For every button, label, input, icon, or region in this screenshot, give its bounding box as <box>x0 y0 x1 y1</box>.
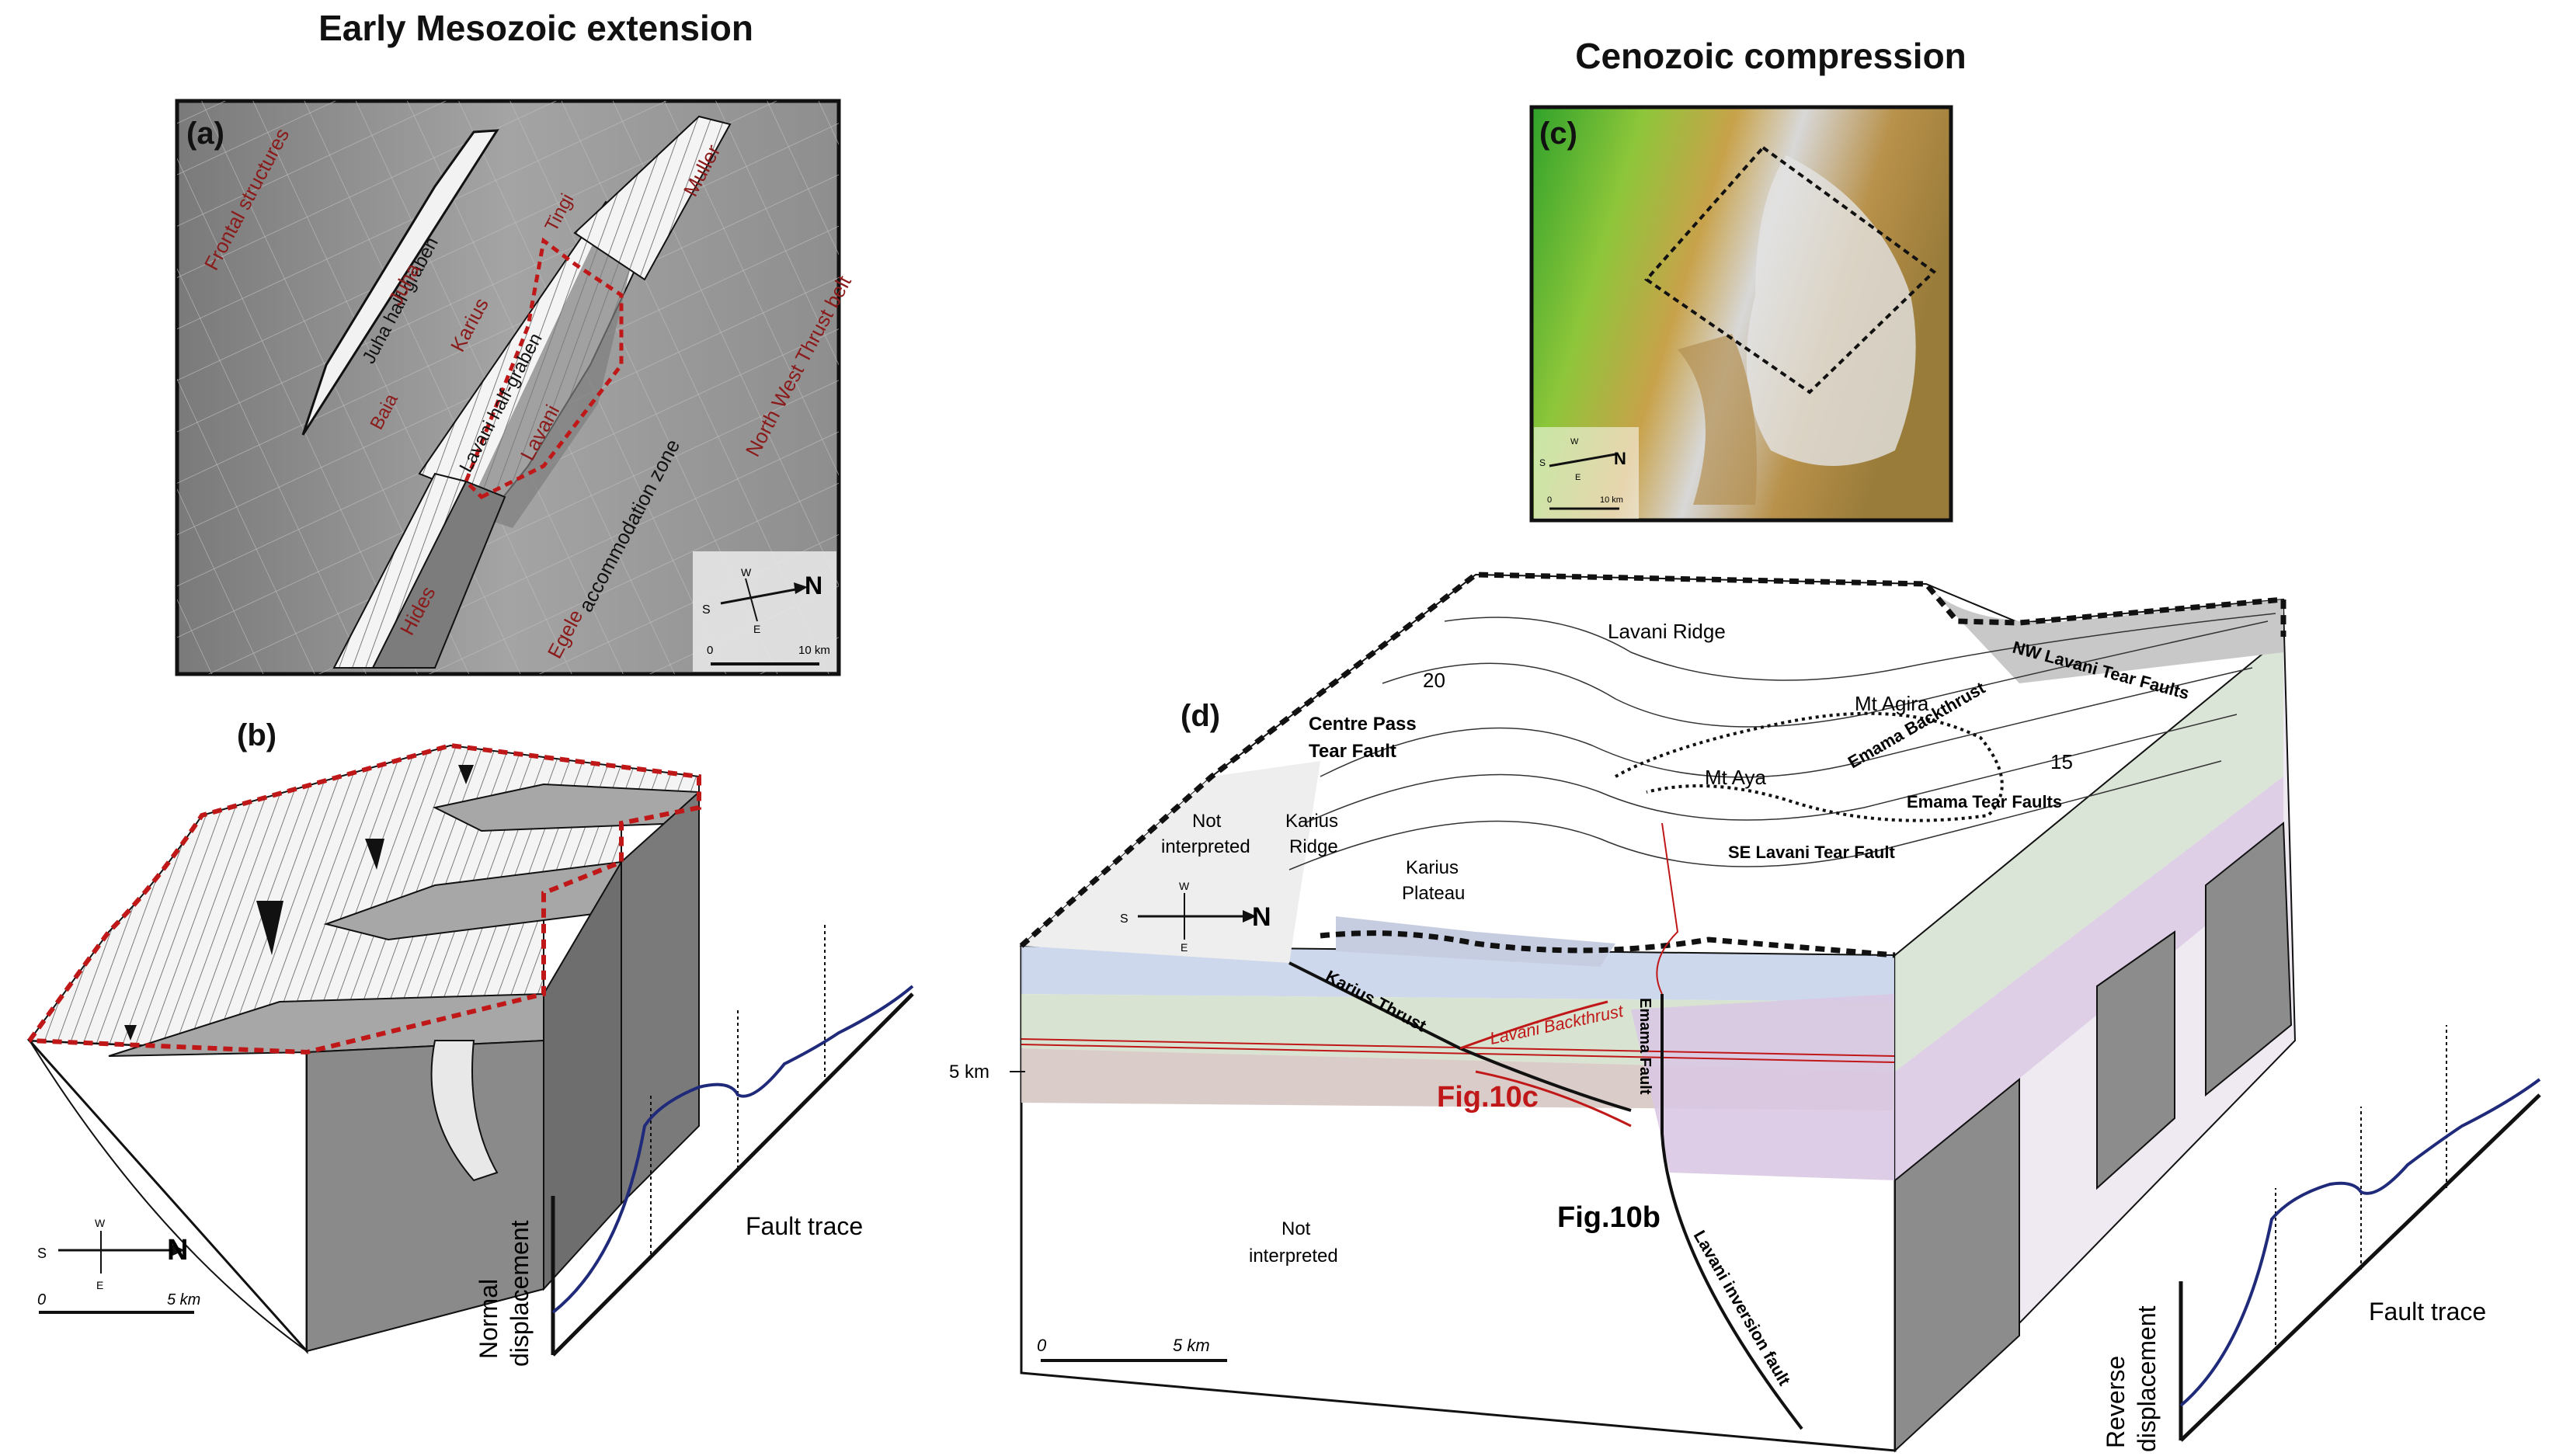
panel-a-scale-end: 10 km <box>798 644 830 657</box>
panel-b-compass-w: W <box>95 1217 106 1229</box>
panel-c-scale-end: 10 km <box>1600 495 1623 505</box>
panel-b-compass-s: S <box>37 1246 47 1261</box>
panel-a-compass-e: E <box>753 623 760 635</box>
panel-d-compass <box>1138 893 1257 940</box>
panel-c-compass-e: E <box>1575 473 1581 482</box>
label-emama-fault: Emama Fault <box>1636 998 1654 1095</box>
panel-a-compass-n: N <box>805 572 822 599</box>
panel-b-ylabel-1: Normal <box>475 1279 502 1359</box>
label-mt-agira: Mt Agira <box>1855 692 1929 715</box>
panel-a-compass-s: S <box>702 603 711 617</box>
panel-a-compass <box>693 551 836 672</box>
label-fig10c: Fig.10c <box>1437 1081 1539 1114</box>
label-centre-pass-1: Centre Pass <box>1309 714 1417 735</box>
panel-d-ylabel-2: displacement <box>2133 1305 2161 1452</box>
label-karius-ridge-1: Karius <box>1285 811 1338 832</box>
label-not-interpreted-bottom-2: interpreted <box>1249 1246 1338 1267</box>
label-karius-plateau-1: Karius <box>1406 857 1459 878</box>
panel-b-compass <box>58 1231 185 1274</box>
panel-b-tag: (b) <box>237 718 276 752</box>
panel-b-displacement-graph <box>551 924 914 1357</box>
panel-b-scale-end: 5 km <box>167 1291 200 1308</box>
panel-c-tag: (c) <box>1539 116 1577 151</box>
panel-b-compass-e: E <box>96 1279 103 1291</box>
panel-c-dem-map <box>1529 105 1953 523</box>
panel-b-xlabel: Fault trace <box>746 1212 863 1240</box>
label-not-interpreted-top-2: interpreted <box>1161 836 1250 857</box>
panel-a-compass-w: W <box>741 566 752 579</box>
label-karius-plateau-2: Plateau <box>1402 883 1465 904</box>
panel-c-compass-w: W <box>1570 437 1579 447</box>
panel-d-displacement-graph <box>2179 1025 2541 1442</box>
label-dip-15: 15 <box>2050 750 2073 773</box>
label-karius-ridge-2: Ridge <box>1289 836 1338 857</box>
panel-d-compass-s: S <box>1120 912 1128 926</box>
label-not-interpreted-bottom-1: Not <box>1281 1218 1311 1239</box>
label-mt-aya: Mt Aya <box>1705 766 1767 789</box>
panel-b-block-diagram <box>26 742 701 1354</box>
panel-d-compass-e: E <box>1181 941 1188 954</box>
panel-d-compass-w: W <box>1179 880 1190 892</box>
panel-d-tag: (d) <box>1181 699 1220 733</box>
panel-b-scale-zero: 0 <box>37 1291 46 1308</box>
panel-d-ylabel-1: Reverse <box>2102 1356 2130 1448</box>
panel-d-scale-end: 5 km <box>1173 1336 1210 1355</box>
label-se-lavani-tear-fault: SE Lavani Tear Fault <box>1728 843 1895 862</box>
label-not-interpreted-top-1: Not <box>1192 811 1222 832</box>
panel-c-compass-n: N <box>1614 449 1626 468</box>
panel-b-compass-n: N <box>167 1234 188 1267</box>
panel-c-scale-zero: 0 <box>1547 495 1552 505</box>
title-cenozoic: Cenozoic compression <box>1575 36 1967 76</box>
panel-d-scale-zero: 0 <box>1037 1336 1047 1355</box>
panel-d-compass-n: N <box>1252 902 1271 932</box>
panel-a-tag: (a) <box>186 116 224 151</box>
label-fig10b: Fig.10b <box>1557 1201 1661 1234</box>
panel-a-scale-zero: 0 <box>707 644 713 657</box>
panel-d-xlabel: Fault trace <box>2369 1298 2486 1326</box>
panel-d-depth-label: 5 km <box>949 1062 989 1082</box>
title-early-mesozoic: Early Mesozoic extension <box>318 8 753 48</box>
panel-d-block-diagram <box>1019 572 2297 1453</box>
label-centre-pass-2: Tear Fault <box>1309 741 1396 762</box>
panel-c-compass-s: S <box>1539 457 1546 468</box>
label-dip-20: 20 <box>1423 669 1445 692</box>
label-lavani-ridge: Lavani Ridge <box>1608 620 1726 643</box>
label-emama-tear-faults: Emama Tear Faults <box>1907 792 2062 811</box>
panel-b-ylabel-2: displacement <box>506 1220 534 1367</box>
